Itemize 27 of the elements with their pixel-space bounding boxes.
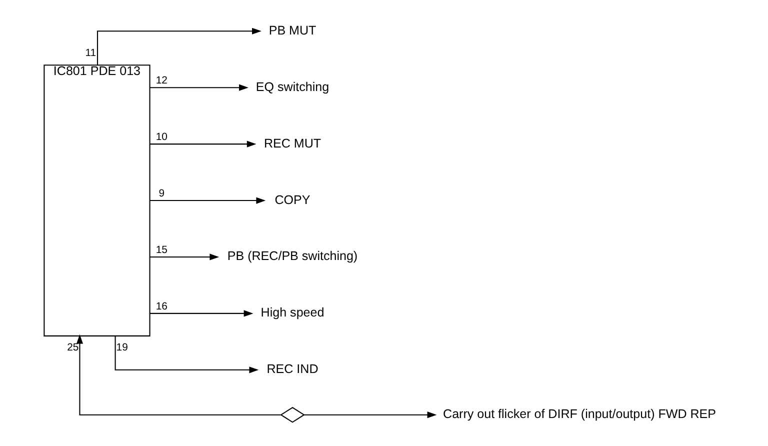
node-text: EQ switching (256, 80, 330, 94)
edge-label: 10 (156, 132, 168, 143)
node-text: PB (REC/PB switching) (227, 249, 358, 264)
arrow (96, 28, 262, 65)
edge-label: 11 (85, 48, 96, 59)
edge-label: 12 (156, 75, 168, 86)
arrow (150, 140, 256, 148)
node-text: High speed (260, 306, 324, 320)
node-diamond (280, 406, 305, 423)
arrow (76, 334, 281, 416)
arrow (150, 254, 220, 260)
arrow (304, 412, 437, 418)
edge-label: 19 (116, 342, 128, 354)
node-box: IC801 PDE 013 (44, 64, 150, 336)
arrow (114, 336, 259, 374)
node-text: Carry out flicker of DIRF (input/output) FWD REP (443, 407, 716, 422)
node-text: COPY (274, 192, 310, 207)
node-text: REC MUT (264, 136, 322, 150)
edge-label: 16 (156, 301, 168, 312)
arrow (150, 84, 248, 91)
arrow (150, 310, 254, 317)
edge-label: 9 (158, 188, 165, 200)
edge-label: 25 (67, 342, 79, 354)
node-text: PB MUT (268, 23, 316, 38)
arrow (150, 197, 266, 204)
node-text: REC IND (266, 362, 318, 376)
edge-label: 15 (156, 244, 168, 256)
